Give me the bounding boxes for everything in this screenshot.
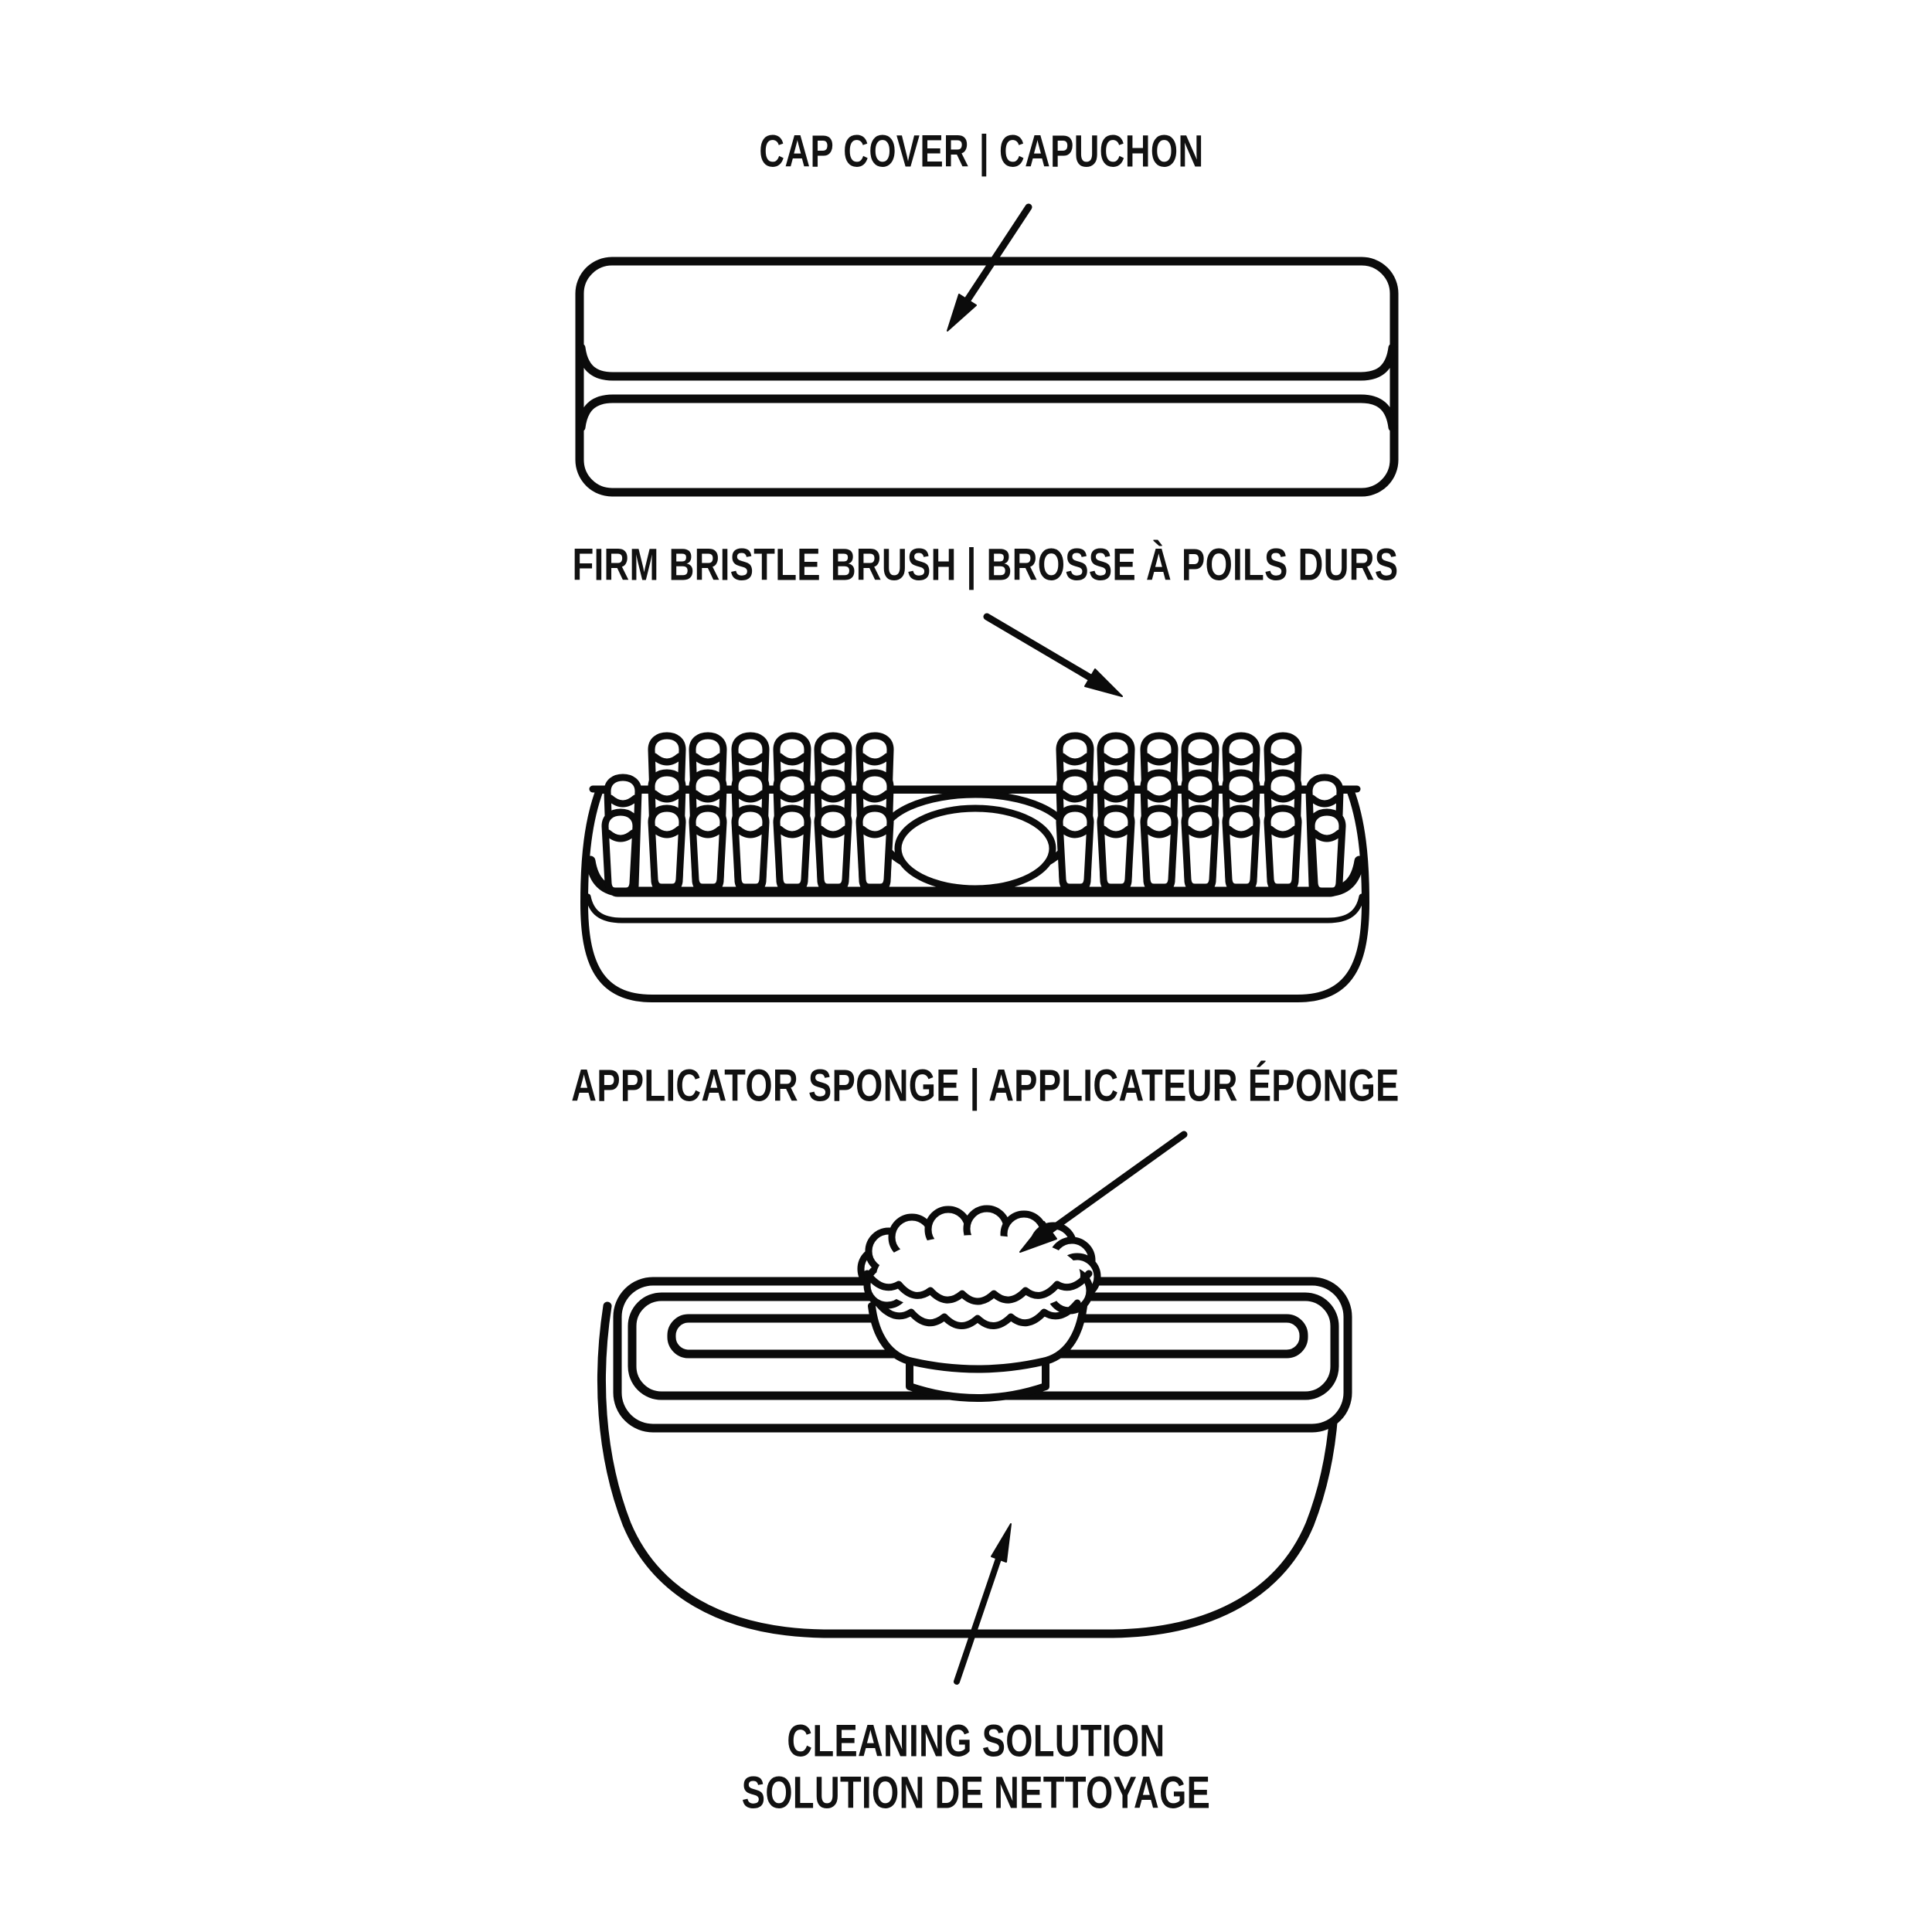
arrow-to-cap-cover: [947, 203, 1032, 332]
cap-cover-base-seam: [577, 394, 1397, 432]
firm-bristle-brush-drawing: [580, 736, 1369, 1002]
arrow-to-applicator-sponge: [1019, 1131, 1188, 1253]
brush-base-band-thick: [585, 855, 1365, 897]
label-cap-cover: CAP COVER | CAPUCHON: [759, 126, 1204, 177]
label-applicator-sponge: APPLICATOR SPONGE | APPLICATEUR ÉPONGE: [571, 1060, 1400, 1111]
brush-recess-hole: [894, 804, 1056, 893]
arrow-to-cleaning-solution: [954, 1523, 1012, 1685]
applicator-sponge-drawing: [857, 1205, 1101, 1329]
cap-cover-lid-seam: [577, 343, 1397, 381]
sponge-scallop-row-1: [863, 1270, 1093, 1305]
sponge-scallop-row-2: [874, 1299, 1081, 1329]
arrow-to-bristle-brush: [983, 613, 1123, 697]
cleaning-solution-bottle-drawing: [597, 1205, 1352, 1638]
label-cleaning-solution-en: CLEANING SOLUTION: [787, 1716, 1165, 1767]
leader-arrows: [947, 203, 1188, 1685]
cap-cover-drawing: [575, 257, 1399, 497]
label-cleaning-solution-fr: SOLUTION DE NETTOYAGE: [741, 1767, 1211, 1818]
brush-base-band-thin: [585, 893, 1365, 923]
label-firm-bristle-brush: FIRM BRISTLE BRUSH | BROSSE À POILS DURS: [572, 539, 1399, 590]
